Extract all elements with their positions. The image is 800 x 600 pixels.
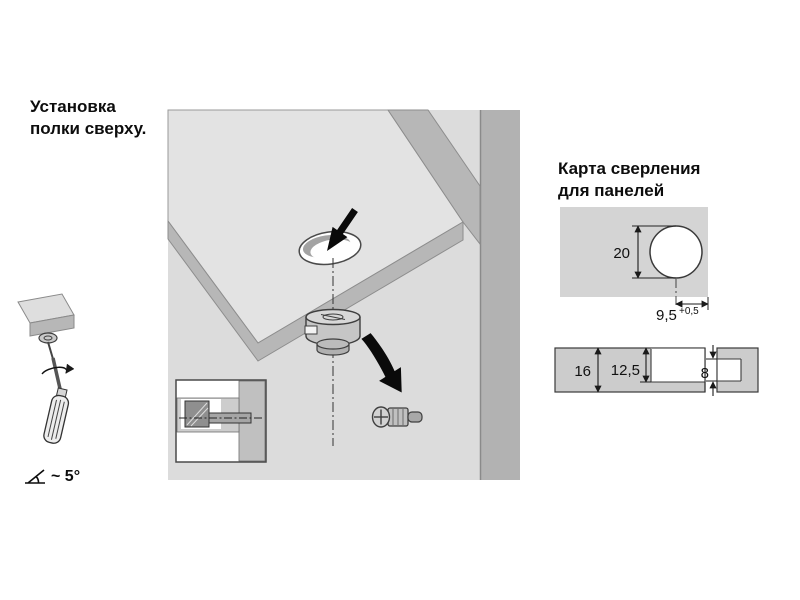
- mini-cam: [38, 332, 58, 344]
- shelf-right-edge: [387, 109, 481, 246]
- angle-note: ~ 5°: [24, 468, 80, 486]
- caption-install-line2: полки сверху.: [30, 118, 147, 138]
- screwdriver-icon: [43, 341, 70, 444]
- grip-stripe: [47, 399, 58, 438]
- mini-cam-recess: [43, 335, 53, 341]
- grip-stripe: [50, 399, 62, 440]
- rotation-arrow-icon: [41, 363, 75, 375]
- drilling-top-view: 20 9,5 +0,5: [560, 207, 709, 324]
- angle-icon: [25, 469, 45, 484]
- insert-arrow-icon: [327, 208, 358, 251]
- caption-install: Установка полки сверху.: [30, 96, 146, 140]
- wall-panel: [480, 110, 520, 480]
- dim-label-depth: 12,5: [611, 362, 640, 379]
- caption-install-line1: Установка: [30, 97, 116, 116]
- angle-value: ~ 5°: [51, 468, 81, 485]
- hole-top-view: [649, 225, 703, 279]
- screwdriver-step: [17, 293, 75, 444]
- bolt-hole-section: [717, 359, 741, 381]
- screwdriver-shaft: [51, 357, 63, 394]
- main-illustration: [167, 109, 520, 480]
- drill-hole-bottom: [310, 239, 355, 261]
- dim-label-bolt-hole: 8: [701, 365, 709, 382]
- inset-frame: [175, 379, 267, 463]
- inset-hatch: [190, 407, 209, 427]
- mini-panel-edge: [29, 314, 75, 337]
- grip-stripe: [55, 401, 65, 439]
- shelf-front-edge: [167, 219, 464, 362]
- cam-side-slot: [304, 325, 318, 335]
- caption-drilling-line2: для панелей: [558, 180, 665, 200]
- drilling-section-view: 16 12,5 8: [554, 345, 759, 396]
- detail-inset: [175, 379, 267, 463]
- cam-boss-top: [316, 338, 350, 350]
- cam-fitting: [304, 308, 361, 356]
- dim-label-edge-distance: 9,5: [656, 307, 677, 324]
- caption-drilling: Карта сверления для панелей: [558, 158, 700, 202]
- screwdriver-tip: [47, 341, 54, 360]
- connecting-bolt: [371, 406, 423, 428]
- dim-label-edge-tolerance: +0,5: [679, 306, 699, 317]
- cam-drive-recess: [322, 313, 344, 321]
- dim-label-thickness: 16: [574, 363, 591, 380]
- bolt-shaft: [407, 411, 423, 423]
- inset-hatch: [186, 402, 208, 426]
- hole-section: [651, 348, 705, 382]
- cam-cross-slot: [320, 314, 346, 320]
- move-arrow-icon: [361, 333, 402, 393]
- screwdriver-handle: [43, 387, 70, 444]
- caption-drilling-line1: Карта сверления: [558, 159, 701, 178]
- dim-label-diameter: 20: [613, 245, 630, 262]
